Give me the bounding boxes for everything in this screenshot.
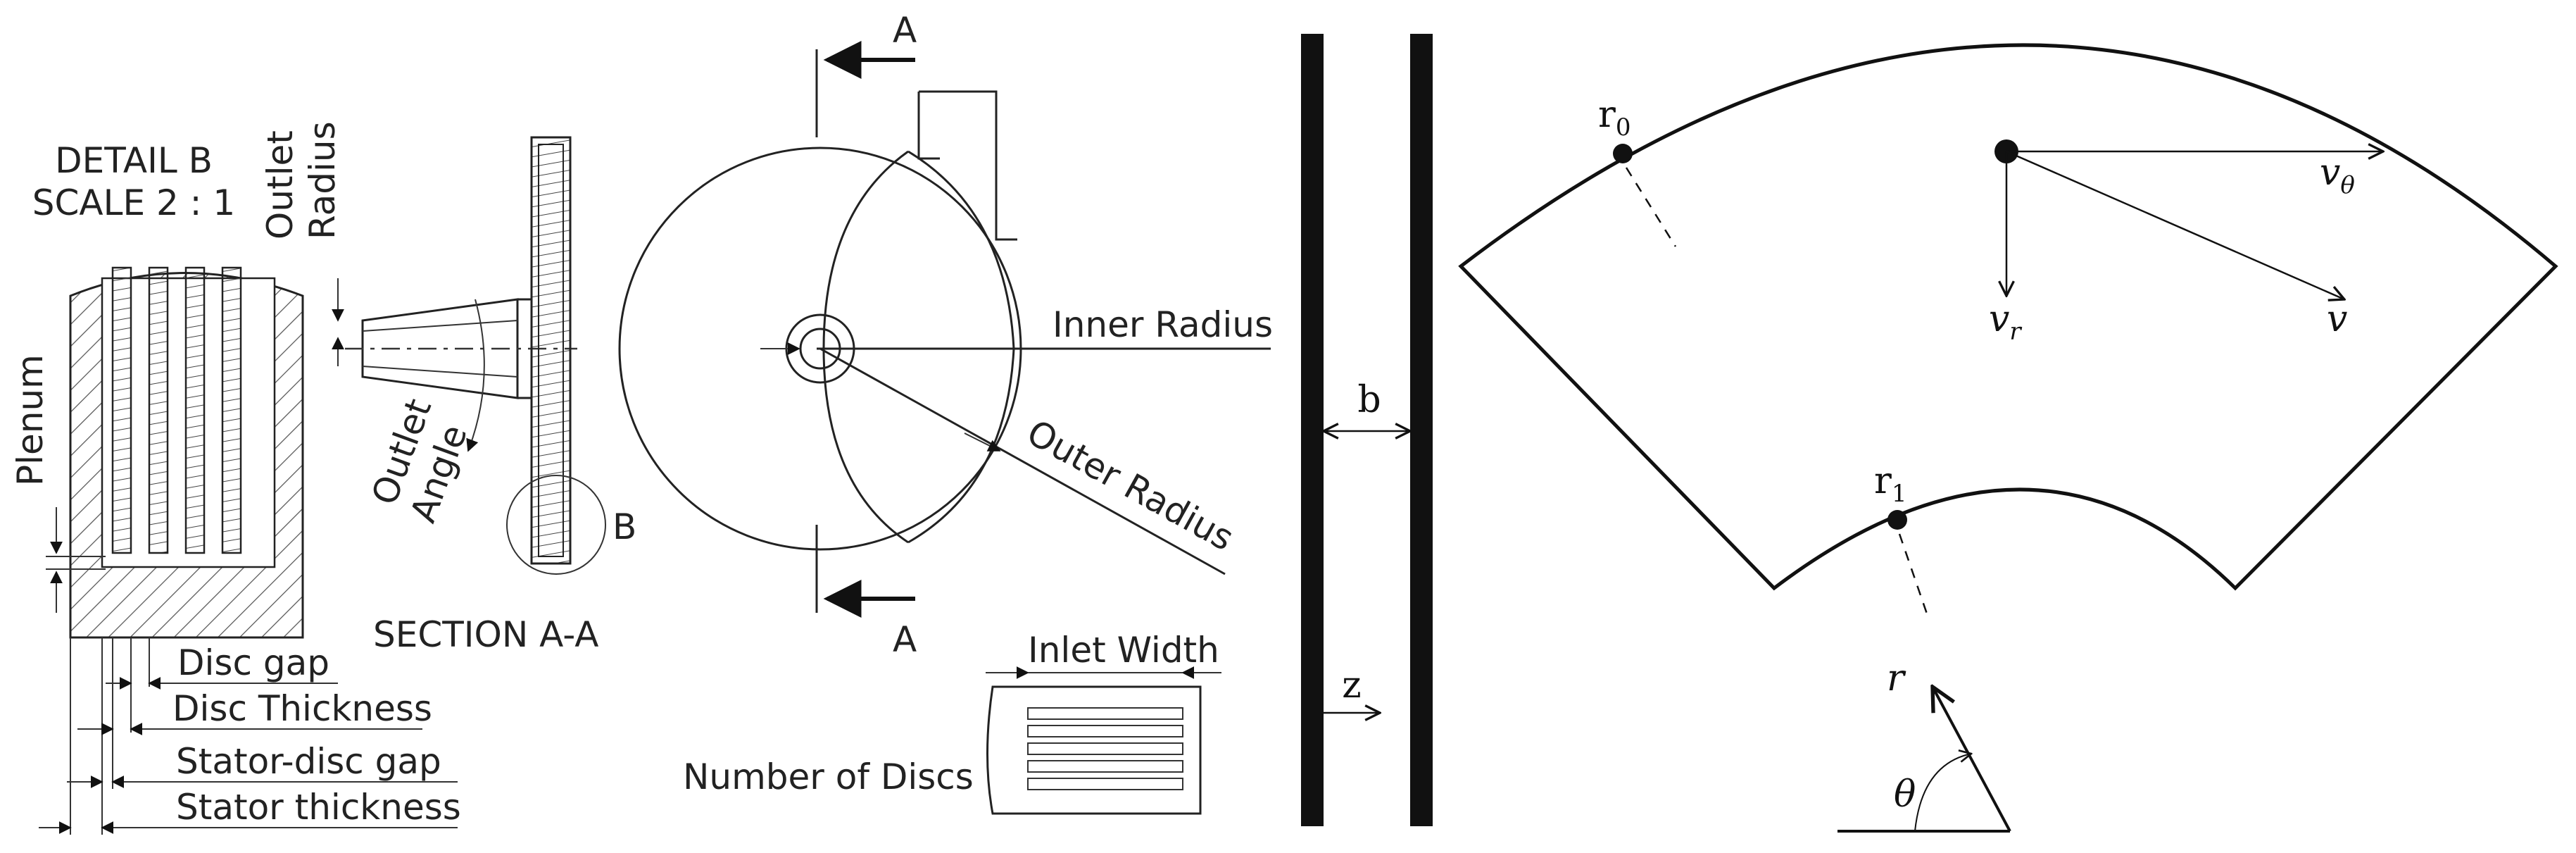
- v-label: v: [2327, 298, 2347, 340]
- inlet-duct-edge: [917, 92, 940, 160]
- outer-radius-label: Outer Radius: [1020, 412, 1240, 559]
- v-r-base: v: [1989, 298, 2009, 340]
- section-marker-bottom: A: [893, 619, 917, 660]
- section-disc-stack: [530, 136, 572, 565]
- outlet-angle-arc: [466, 299, 485, 452]
- v-theta-base: v: [2320, 151, 2340, 194]
- detail-discs: [111, 266, 242, 554]
- nozzle-inner-top: [362, 320, 518, 332]
- disc-3: [184, 266, 206, 554]
- theta-arc: [1914, 754, 1971, 832]
- r0-sub: 0: [1616, 113, 1631, 142]
- r-direction-arrow: [1933, 687, 2011, 832]
- v-theta-label: vθ: [2320, 151, 2355, 199]
- r0-radial-dash: [1625, 167, 1677, 247]
- r-axis-label: r: [1887, 657, 1906, 699]
- inlet-width-label: Inlet Width: [1028, 630, 1219, 671]
- r0-base: r: [1598, 94, 1616, 136]
- inlet-slot: [1027, 725, 1183, 737]
- inner-radius-label: Inner Radius: [1053, 304, 1273, 345]
- front-view: Inner Radius Outer Radius A A Inlet Widt…: [618, 10, 1273, 815]
- r1-base: r: [1874, 460, 1892, 502]
- engineering-drawing: DETAIL B SCALE 2 : 1 Plenum: [10, 10, 1273, 835]
- inlet-slot: [1027, 778, 1183, 790]
- disc-gap-label: Disc gap: [177, 642, 329, 683]
- r0-point: [1613, 144, 1633, 163]
- inlet-slot: [1027, 707, 1183, 720]
- inlet-width-box: [986, 685, 1202, 815]
- plenum-label: Plenum: [10, 354, 51, 486]
- detail-b-marker: B: [612, 506, 636, 547]
- r0-label: r0: [1598, 94, 1631, 142]
- detail-scale: SCALE 2 : 1: [32, 182, 235, 223]
- stator-thickness-label: Stator thickness: [176, 787, 461, 828]
- sector-outline: [1458, 43, 2558, 591]
- v-r-sub: r: [2009, 318, 2022, 346]
- flow-model: b z r0 r1 vθ vr v r: [1301, 34, 2558, 833]
- plate-right: [1410, 34, 1433, 826]
- r1-sub: 1: [1892, 480, 1907, 508]
- detail-extension-lines: [70, 637, 150, 835]
- outlet-radius-label-2: Radius: [302, 121, 343, 239]
- velocity-vectors: vθ vr v: [1989, 139, 2383, 346]
- stator-disc-gap-label: Stator-disc gap: [176, 741, 441, 782]
- inlet-slots: [1027, 707, 1183, 790]
- outer-radius-arrow: [964, 432, 1001, 452]
- r1-label: r1: [1874, 460, 1907, 508]
- disc-1: [111, 266, 132, 554]
- nozzle-inner-bottom: [362, 366, 518, 378]
- detail-b-circle: [506, 475, 606, 575]
- inlet-slot: [1027, 760, 1183, 773]
- disc-thickness-label: Disc Thickness: [172, 688, 432, 729]
- section-marker-top: A: [893, 10, 917, 51]
- v-r-label: vr: [1989, 298, 2022, 346]
- detail-b-view: DETAIL B SCALE 2 : 1 Plenum: [10, 140, 461, 835]
- section-a-a-view: Outlet Radius Outlet Angle B SECTION A-A: [260, 121, 636, 655]
- inlet-ellipse-right: [907, 150, 1015, 544]
- z-axis-label: z: [1342, 664, 1361, 706]
- polar-coordinates: r θ: [1837, 657, 2011, 833]
- gap-label: b: [1357, 379, 1381, 421]
- section-label: SECTION A-A: [373, 614, 598, 655]
- v-arrow: [2006, 150, 2344, 299]
- detail-title: DETAIL B: [55, 140, 213, 181]
- inlet-ellipse-left: [822, 150, 909, 544]
- annular-sector: r0 r1: [1458, 43, 2558, 621]
- parallel-plates: b z: [1301, 34, 1433, 826]
- r1-radial-dash: [1898, 533, 1930, 621]
- theta-label: θ: [1894, 773, 1916, 816]
- inlet-duct: [919, 90, 1017, 241]
- outer-radius-leader: [819, 347, 1226, 575]
- section-disc-inner: [538, 144, 564, 557]
- inlet-slot: [1027, 742, 1183, 755]
- v-theta-sub: θ: [2340, 171, 2354, 199]
- number-of-discs-label: Number of Discs: [683, 757, 974, 797]
- plate-left: [1301, 34, 1324, 826]
- r1-point: [1887, 510, 1907, 530]
- disc-2: [148, 266, 169, 554]
- outlet-radius-label-1: Outlet: [260, 130, 301, 239]
- disc-4: [221, 266, 242, 554]
